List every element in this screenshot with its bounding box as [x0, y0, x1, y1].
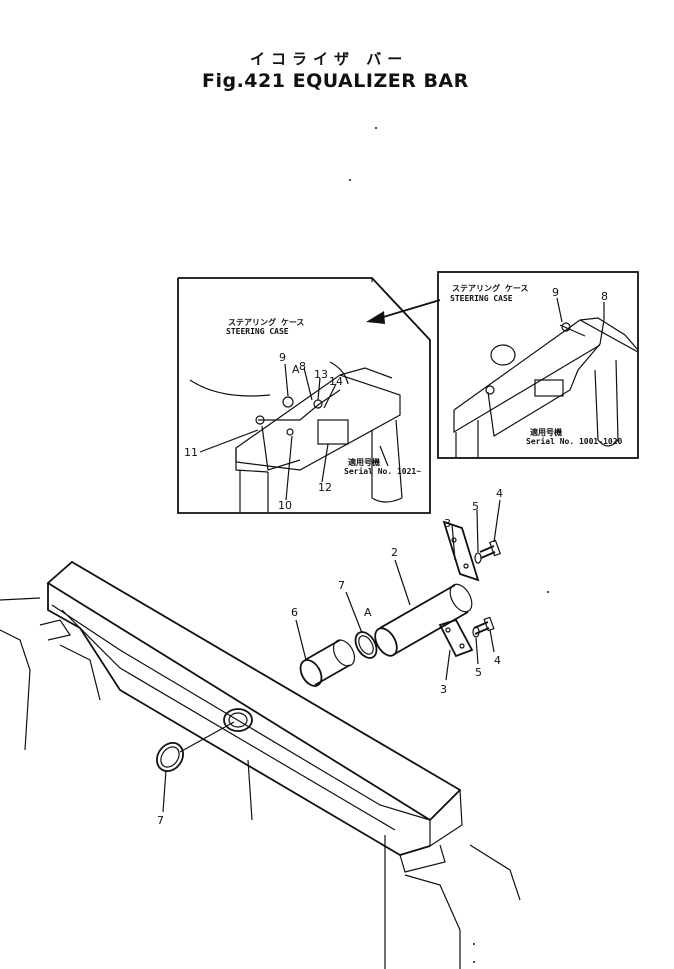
left-case-en: STEERING CASE: [226, 327, 289, 336]
inset-left: ステアリング ケース STEERING CASE 適用号機 Serial No.…: [177, 277, 431, 514]
bushing-6: [295, 619, 356, 687]
callout-4-upper: 4: [496, 487, 503, 500]
right-case-en: STEERING CASE: [450, 294, 513, 303]
equalizer-bar: [0, 560, 521, 969]
left-callout-a: A: [292, 363, 300, 376]
callout-7-upper: 7: [338, 579, 345, 592]
plate-3-lower: [438, 618, 474, 681]
callout-4-lower: 4: [494, 654, 501, 667]
pin-2: [374, 559, 473, 657]
left-case-jp: ステアリング ケース: [228, 317, 304, 327]
plate-3-upper: [442, 520, 480, 582]
speck: [375, 127, 377, 129]
right-serial: Serial No. 1001-1020: [526, 436, 623, 446]
left-callout-9: 9: [279, 351, 286, 364]
speck: [473, 943, 475, 945]
washer-5-upper: [474, 509, 482, 564]
speck: [547, 591, 549, 593]
right-serial-jp: 適用号機: [530, 427, 562, 437]
snap-ring-7-right: [345, 591, 378, 659]
callout-5-lower: 5: [475, 666, 482, 679]
left-callout-10: 10: [278, 499, 292, 512]
callout-3-lower: 3: [440, 683, 447, 696]
figure-title: Fig.421 EQUALIZER BAR: [202, 70, 469, 92]
callout-5-upper: 5: [472, 500, 479, 513]
right-callout-9: 9: [552, 286, 559, 299]
callout-a: A: [364, 606, 372, 619]
snap-ring-7-left: [156, 721, 235, 813]
left-callout-14: 14: [329, 375, 343, 388]
inset-right: ステアリング ケース STEERING CASE 適用号機 Serial No.…: [437, 271, 639, 459]
left-serial-jp: 適用号機: [348, 457, 380, 467]
right-callout-8: 8: [601, 290, 608, 303]
callout-2: 2: [391, 546, 398, 559]
left-callout-8: 8: [299, 360, 306, 373]
title-japanese: イコライザ バー: [250, 50, 409, 68]
left-serial: Serial No. 1021~: [344, 466, 421, 476]
callout-6: 6: [291, 606, 298, 619]
right-case-jp: ステアリング ケース: [452, 283, 528, 293]
callout-7-lower: 7: [157, 814, 164, 827]
left-callout-13: 13: [314, 368, 328, 381]
speck: [473, 961, 475, 963]
left-callout-11: 11: [184, 446, 198, 459]
bolt-4-upper: [479, 499, 501, 559]
left-callout-12: 12: [318, 481, 332, 494]
speck: [349, 179, 351, 181]
callout-3-upper: 3: [444, 517, 451, 530]
washer-5-lower: [472, 626, 480, 665]
pointer-arrow: [366, 299, 441, 324]
